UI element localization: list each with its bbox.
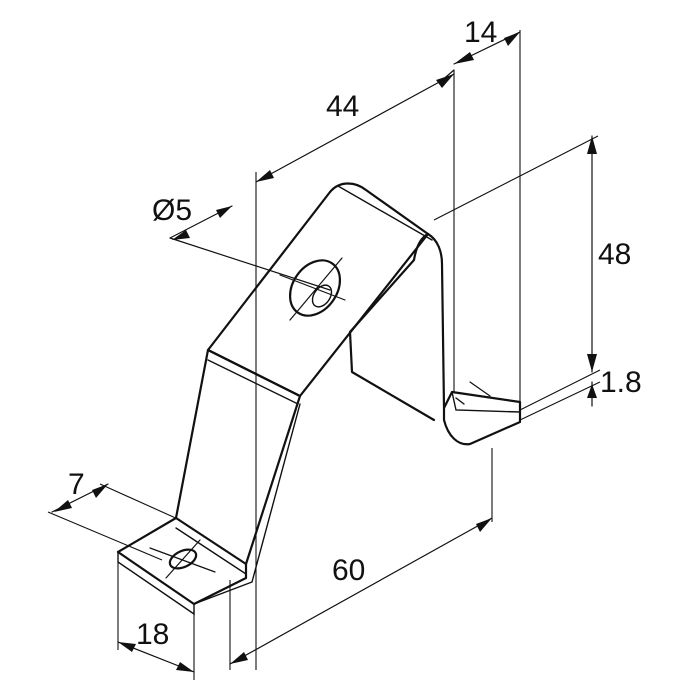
top-plate bbox=[206, 182, 430, 398]
arrow-14-right bbox=[504, 32, 520, 46]
arrow-44-left bbox=[256, 170, 274, 182]
top-hole bbox=[288, 259, 342, 317]
arrow-dia bbox=[216, 206, 232, 218]
arrow-1-8 bbox=[587, 384, 597, 398]
bracket-part bbox=[116, 182, 522, 616]
dimension-labels: 44 14 Ø5 48 1.8 7 18 60 bbox=[68, 16, 642, 651]
hole-centerline-c bbox=[289, 257, 343, 321]
right-leg-back bbox=[348, 232, 436, 422]
ext-top-horizontal bbox=[433, 135, 599, 221]
arrow-44-right bbox=[436, 74, 454, 88]
label-44: 44 bbox=[326, 90, 359, 123]
ext-foot-hole-b bbox=[99, 483, 181, 521]
label-48: 48 bbox=[598, 238, 631, 271]
arrow-7-left bbox=[54, 500, 72, 512]
dim-line-44 bbox=[255, 73, 455, 183]
left-foot-edge bbox=[117, 551, 195, 616]
arrow-14-left bbox=[454, 52, 474, 64]
arrow-48-bottom bbox=[587, 354, 597, 372]
top-hole-inner bbox=[311, 284, 333, 308]
right-leg bbox=[426, 232, 446, 410]
label-7: 7 bbox=[68, 468, 85, 501]
ext-foot-top bbox=[519, 369, 601, 411]
arrow-18-right bbox=[176, 662, 194, 672]
label-hole-diameter: Ø5 bbox=[152, 194, 192, 227]
bend-line-upper bbox=[207, 359, 299, 405]
left-leg-front bbox=[174, 348, 302, 566]
arrow-48-top bbox=[587, 136, 597, 154]
arrow-60-left bbox=[230, 652, 248, 664]
ext-foot-hole-a bbox=[47, 511, 163, 561]
top-plate-rim bbox=[337, 185, 433, 241]
foot-hole-centerline-b bbox=[165, 539, 201, 579]
label-14: 14 bbox=[464, 16, 497, 49]
arrow-dia-left bbox=[172, 230, 190, 240]
dim-line-60 bbox=[229, 517, 493, 665]
label-18: 18 bbox=[136, 618, 169, 651]
foot-hole bbox=[168, 548, 198, 570]
tick-14-a bbox=[439, 69, 455, 83]
extension-lines bbox=[47, 30, 601, 680]
label-1-8: 1.8 bbox=[600, 366, 642, 399]
arrow-18-left bbox=[118, 642, 136, 652]
bend-line-lower bbox=[175, 527, 247, 575]
right-foot-centerline bbox=[469, 381, 491, 397]
arrow-7-right bbox=[92, 484, 108, 498]
hole-centerline-a bbox=[169, 237, 331, 291]
right-foot-edge bbox=[451, 391, 521, 413]
center-lines bbox=[149, 237, 491, 579]
arrow-60-right bbox=[476, 518, 492, 532]
left-foot bbox=[116, 516, 248, 606]
right-foot-hole bbox=[455, 397, 465, 405]
right-foot bbox=[442, 390, 522, 446]
hole-centerline-b bbox=[279, 274, 346, 301]
label-60: 60 bbox=[332, 554, 365, 587]
left-leg-edge bbox=[193, 403, 301, 605]
dimension-lines bbox=[51, 31, 597, 673]
ext-foot-bottom bbox=[519, 381, 601, 421]
